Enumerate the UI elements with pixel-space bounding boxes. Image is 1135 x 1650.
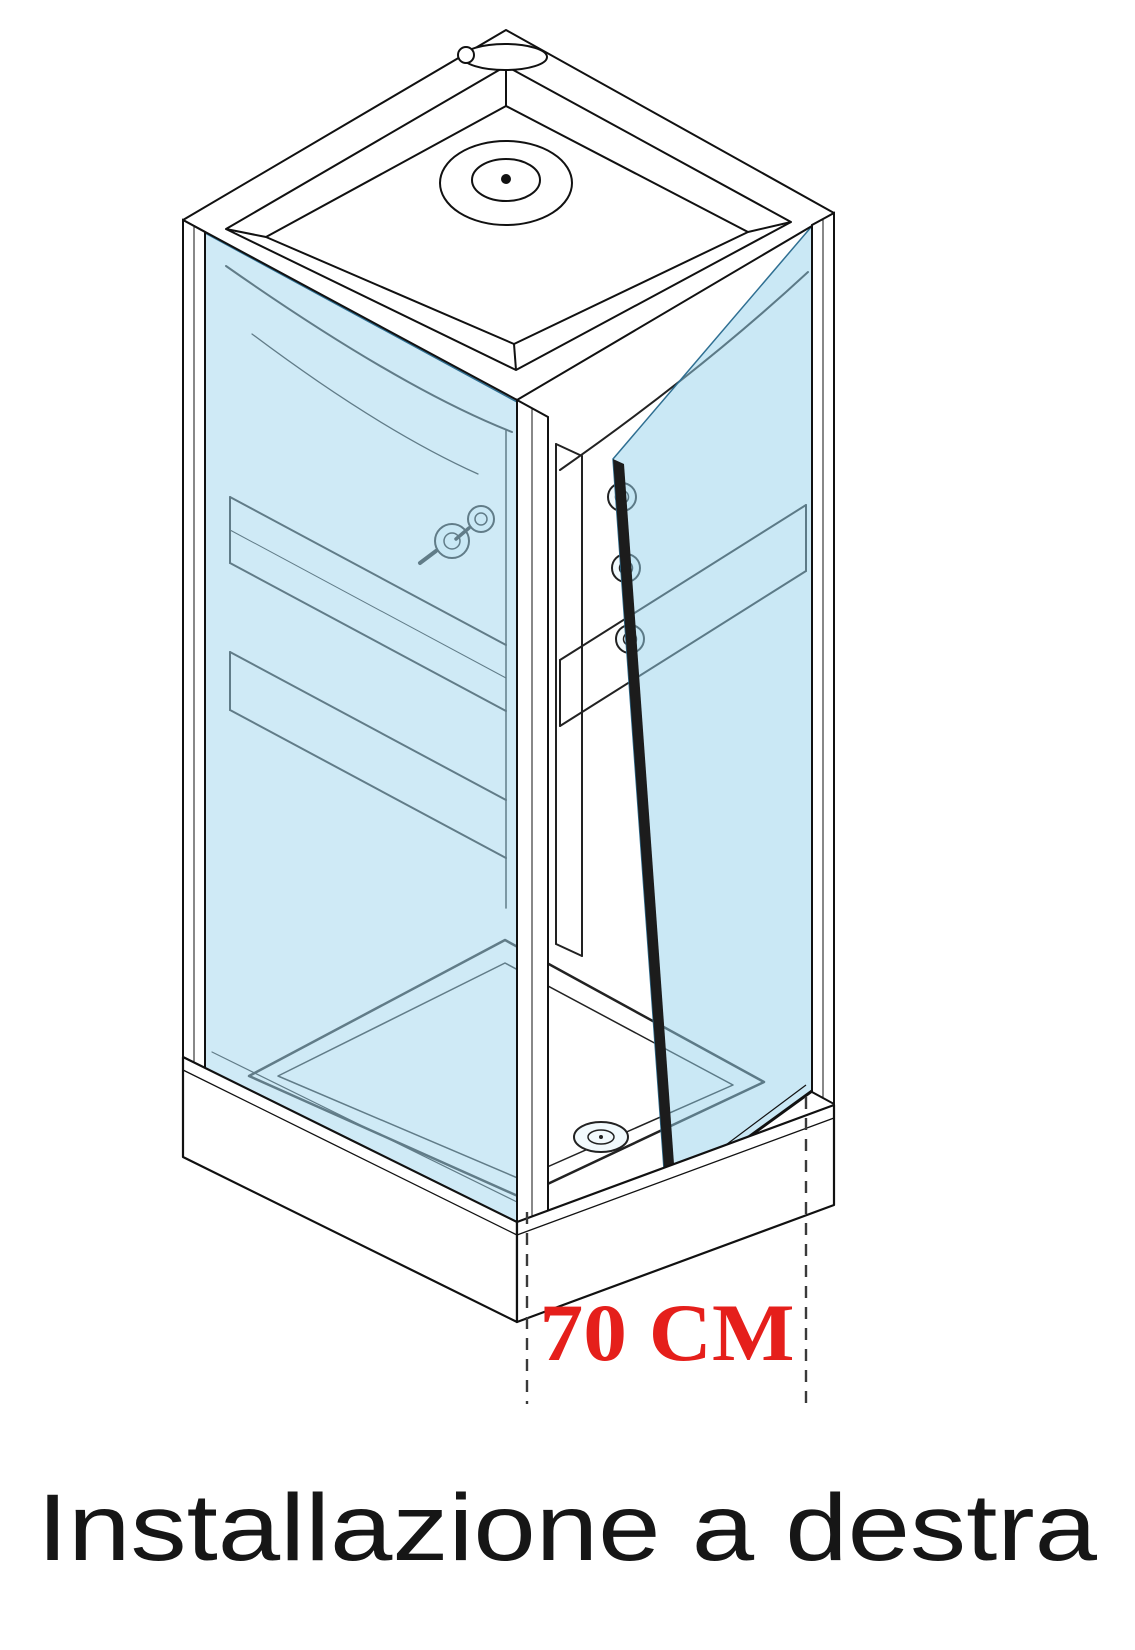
shower-column (555, 443, 583, 957)
roof-apex-screw (457, 46, 475, 64)
tray-skirt-right (515, 1103, 836, 1324)
door-free-edge (613, 459, 676, 1197)
dimension-annotation: 70 CM (525, 1097, 808, 1404)
roof-apex-detail (462, 43, 548, 71)
shower-head-dome (439, 140, 573, 226)
roof (182, 29, 835, 401)
caption: Installazione a destra (37, 1475, 1097, 1581)
fixed-glass-side-panel (204, 231, 518, 1224)
shower-tray (181, 1055, 836, 1324)
dimension-label: 70 CM (540, 1287, 795, 1378)
